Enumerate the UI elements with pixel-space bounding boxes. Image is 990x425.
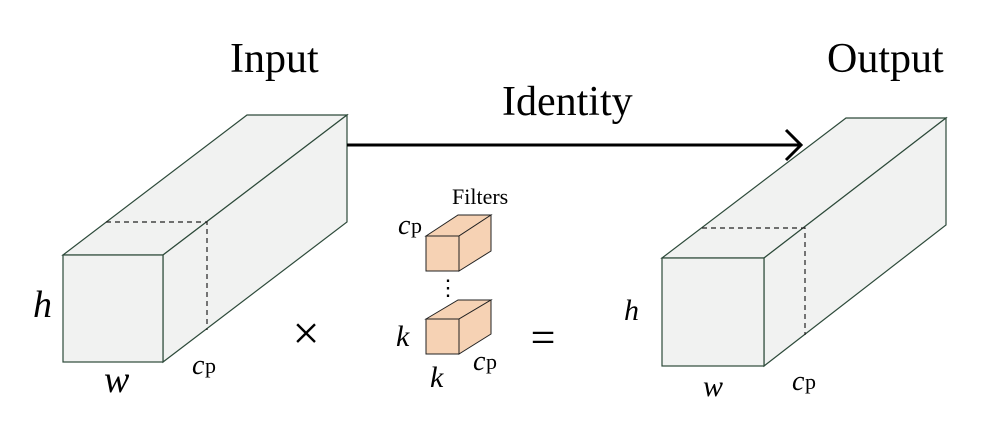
output-w-label: w xyxy=(703,370,723,403)
input-title: Input xyxy=(230,36,319,82)
input-h-label: h xyxy=(33,284,52,326)
input-cp-c: c xyxy=(192,350,205,381)
output-cp-label: c p xyxy=(792,366,816,397)
input-cp-p: p xyxy=(205,353,216,378)
filters-label: Filters xyxy=(452,184,508,209)
identity-label: Identity xyxy=(502,79,633,125)
input-w-label: w xyxy=(104,359,130,401)
input-tensor-block xyxy=(61,113,349,364)
filter-top-front-face xyxy=(425,235,460,272)
filter-top-cp-c: c xyxy=(398,210,411,241)
filter-top-cp-label: c p xyxy=(398,210,422,241)
filter-bottom-cp-label: c p xyxy=(473,346,497,377)
output-cp-p: p xyxy=(805,369,816,394)
filter-vertical-dots: ⋮ xyxy=(437,275,459,300)
output-block-front-face xyxy=(661,257,765,367)
filter-cube-bottom xyxy=(424,299,493,355)
output-cp-c: c xyxy=(792,366,805,397)
times-symbol: × xyxy=(292,307,319,360)
filter-cube-top xyxy=(424,214,493,272)
input-cp-label: c p xyxy=(192,350,216,381)
filter-k-width-label: k xyxy=(430,361,444,394)
filter-bottom-front-face xyxy=(425,318,460,355)
filter-bottom-cp-p: p xyxy=(486,349,497,374)
identity-arrow-head xyxy=(784,128,804,162)
filter-top-cp-p: p xyxy=(411,213,422,238)
output-tensor-block xyxy=(660,116,948,368)
filter-bottom-cp-c: c xyxy=(473,346,486,377)
filter-k-height-label: k xyxy=(396,320,410,353)
output-block-dashed-slice xyxy=(702,227,806,335)
input-block-front-face xyxy=(62,254,164,363)
equals-symbol: = xyxy=(531,313,556,362)
identity-arrow xyxy=(347,128,804,162)
output-h-label: h xyxy=(624,294,639,327)
output-title: Output xyxy=(827,36,944,82)
input-block-dashed-slice xyxy=(106,221,208,330)
